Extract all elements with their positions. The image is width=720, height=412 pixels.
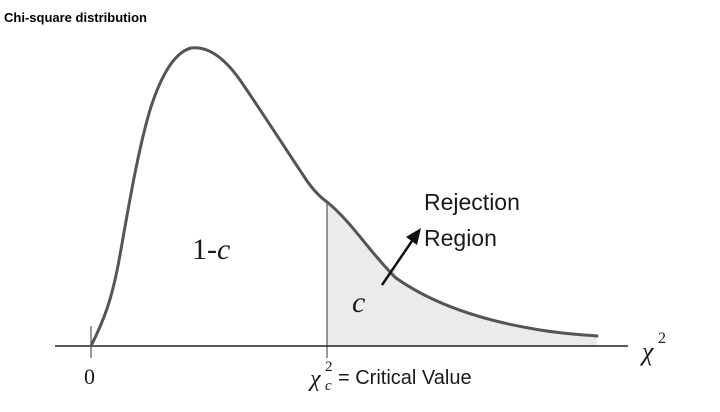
area-label-left: 1-c bbox=[192, 233, 230, 266]
page-title: Chi-square distribution bbox=[4, 10, 147, 25]
rejection-region-label-line2: Region bbox=[424, 225, 497, 251]
critical-value-superscript: 2 bbox=[325, 359, 333, 375]
rejection-region-label-line1: Rejection bbox=[424, 189, 520, 215]
critical-value-chi-symbol: χ bbox=[308, 366, 322, 392]
axis-label-exponent: 2 bbox=[658, 330, 666, 347]
critical-value-text: = Critical Value bbox=[338, 367, 472, 389]
critical-value-subscript: c bbox=[325, 378, 332, 394]
axis-label-chi-symbol: χ bbox=[639, 337, 654, 366]
area-label-right: c bbox=[352, 286, 365, 319]
rejection-arrow-head bbox=[406, 228, 421, 245]
rejection-arrow-shaft bbox=[380, 237, 416, 286]
chi-square-curve bbox=[89, 46, 599, 348]
area-label-left-var: c bbox=[217, 233, 230, 266]
origin-label: 0 bbox=[84, 364, 95, 389]
area-label-left-prefix: 1- bbox=[192, 233, 217, 266]
rejection-region-shading bbox=[327, 202, 597, 346]
